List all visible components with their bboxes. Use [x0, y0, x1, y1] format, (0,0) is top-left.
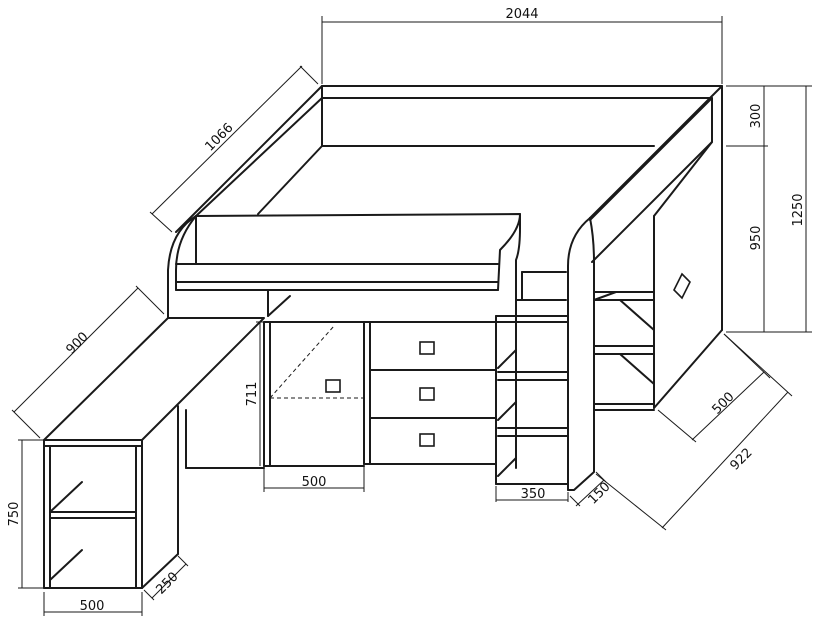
wardrobe-handle-icon: [673, 272, 691, 300]
dim-bed-height: 950: [749, 226, 764, 251]
dim-top-depth: 1066: [203, 121, 237, 155]
drawer-handle-icon: [419, 341, 435, 355]
dim-top-width: 2044: [505, 7, 538, 22]
dim-total-depth: 922: [727, 445, 755, 473]
dim-desk-height: 750: [7, 502, 22, 527]
dim-desk-width: 500: [80, 599, 105, 614]
dim-cabinet-width: 500: [302, 475, 327, 490]
ladder: [515, 217, 595, 491]
door-handle-icon: [325, 379, 341, 393]
dimension-lines: [11, 16, 812, 616]
top-shelf: [167, 213, 521, 319]
dim-wardrobe-depth: 500: [709, 389, 737, 417]
drawer-handle-icon: [419, 387, 435, 401]
dim-cabinet-height: 711: [245, 382, 260, 407]
dim-rail-height: 300: [749, 104, 764, 129]
right-wardrobe: [593, 215, 723, 411]
middle-shelves: [495, 299, 569, 485]
bed-frame: [175, 85, 723, 331]
desk: [43, 317, 265, 589]
dim-desk-length: 900: [63, 329, 91, 357]
drawer-handle-icon: [419, 433, 435, 447]
dim-total-height: 1250: [791, 193, 806, 226]
dim-ladder-depth: 150: [585, 479, 613, 507]
drawer-cabinet: [263, 321, 497, 467]
dim-shelf-width: 350: [521, 487, 546, 502]
